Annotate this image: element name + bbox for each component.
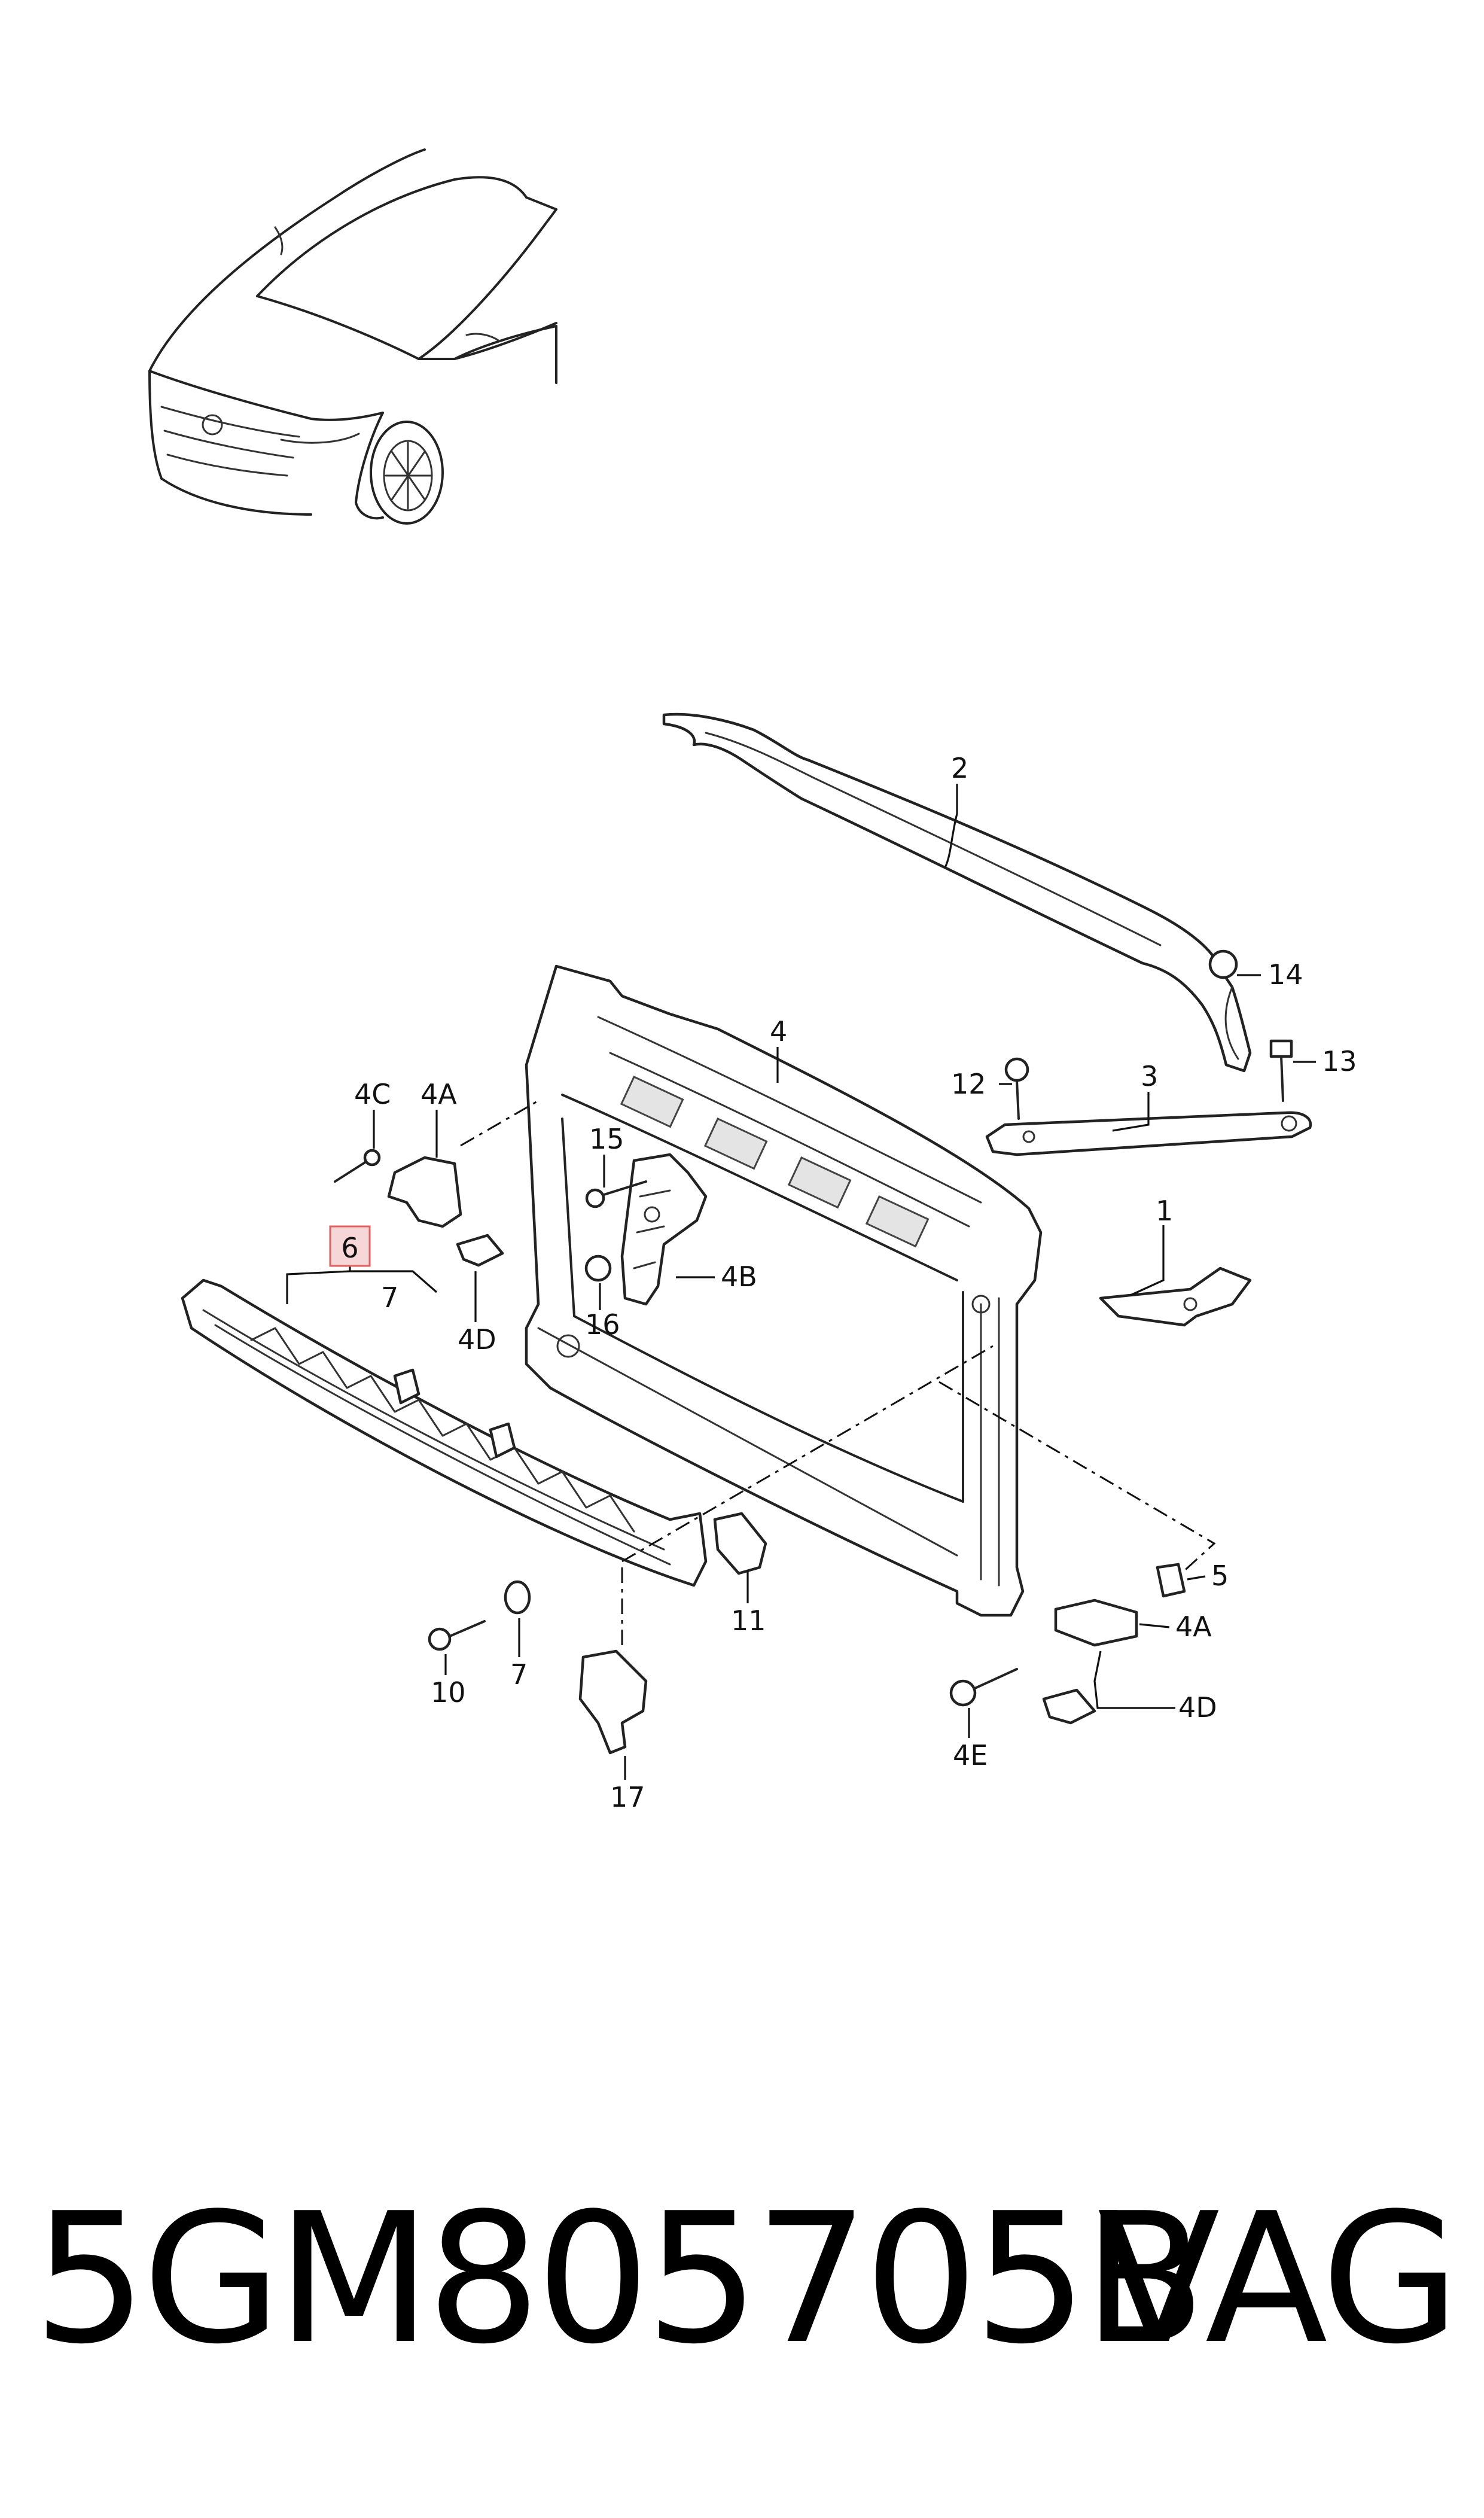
callout-11: 11	[731, 1604, 766, 1637]
callout-17: 17	[610, 1781, 645, 1813]
footer: 5GM805705B VAG	[33, 2175, 1460, 2383]
part-5-bracket	[620, 1153, 708, 1306]
callout-1: 1	[1156, 1195, 1173, 1227]
part-11-clip	[713, 1512, 767, 1575]
callout-4f: 5	[1211, 1560, 1229, 1592]
brand-name: VAG	[1097, 2175, 1460, 2383]
part-number: 5GM805705B	[33, 2175, 1206, 2383]
car-thumbnail	[148, 148, 557, 525]
callout-13: 13	[1322, 1045, 1357, 1077]
callout-4: 4	[770, 1015, 787, 1048]
exploded-parts-diagram: 2 4 3 14 13 12 1 4B 15 16 4C 4A 4D 6 7 1…	[148, 148, 1357, 1813]
alignment-lines	[460, 1100, 1216, 1645]
part-1-bracket	[1099, 1266, 1252, 1327]
fasteners	[334, 949, 1293, 1725]
callout-15: 15	[589, 1123, 624, 1155]
callout-4c: 4C	[354, 1078, 391, 1110]
part-17-bracket	[578, 1649, 648, 1755]
callout-4d-left: 4D	[458, 1323, 496, 1356]
callout-4e: 4E	[953, 1739, 988, 1771]
callout-4a: 4A	[1175, 1610, 1212, 1643]
callout-2: 2	[951, 752, 968, 784]
callout-7-lower: 7	[510, 1658, 528, 1691]
callout-6: 6	[341, 1232, 358, 1264]
highlight-box-part-6	[329, 1225, 371, 1267]
part-3-strut	[985, 1111, 1312, 1156]
part-2-upper-cross-member	[662, 713, 1252, 1073]
part-4-lock-carrier	[525, 964, 1043, 1617]
callout-14: 14	[1268, 958, 1303, 991]
callout-16: 16	[585, 1308, 620, 1341]
callout-3: 3	[1141, 1060, 1158, 1092]
callout-4b: 4A	[420, 1078, 457, 1110]
callout-10: 10	[431, 1676, 466, 1709]
callout-7-upper: 7	[381, 1281, 398, 1314]
callout-12: 12	[951, 1068, 986, 1100]
leader-lines	[286, 784, 1316, 1780]
callout-4d-right: 4D	[1178, 1691, 1217, 1724]
callout-5: 4B	[721, 1260, 757, 1293]
part-6-lower-reinforcement	[181, 1278, 708, 1587]
callout-labels: 2 4 3 14 13 12 1 4B 15 16 4C 4A 4D 6 7 1…	[341, 752, 1357, 1813]
